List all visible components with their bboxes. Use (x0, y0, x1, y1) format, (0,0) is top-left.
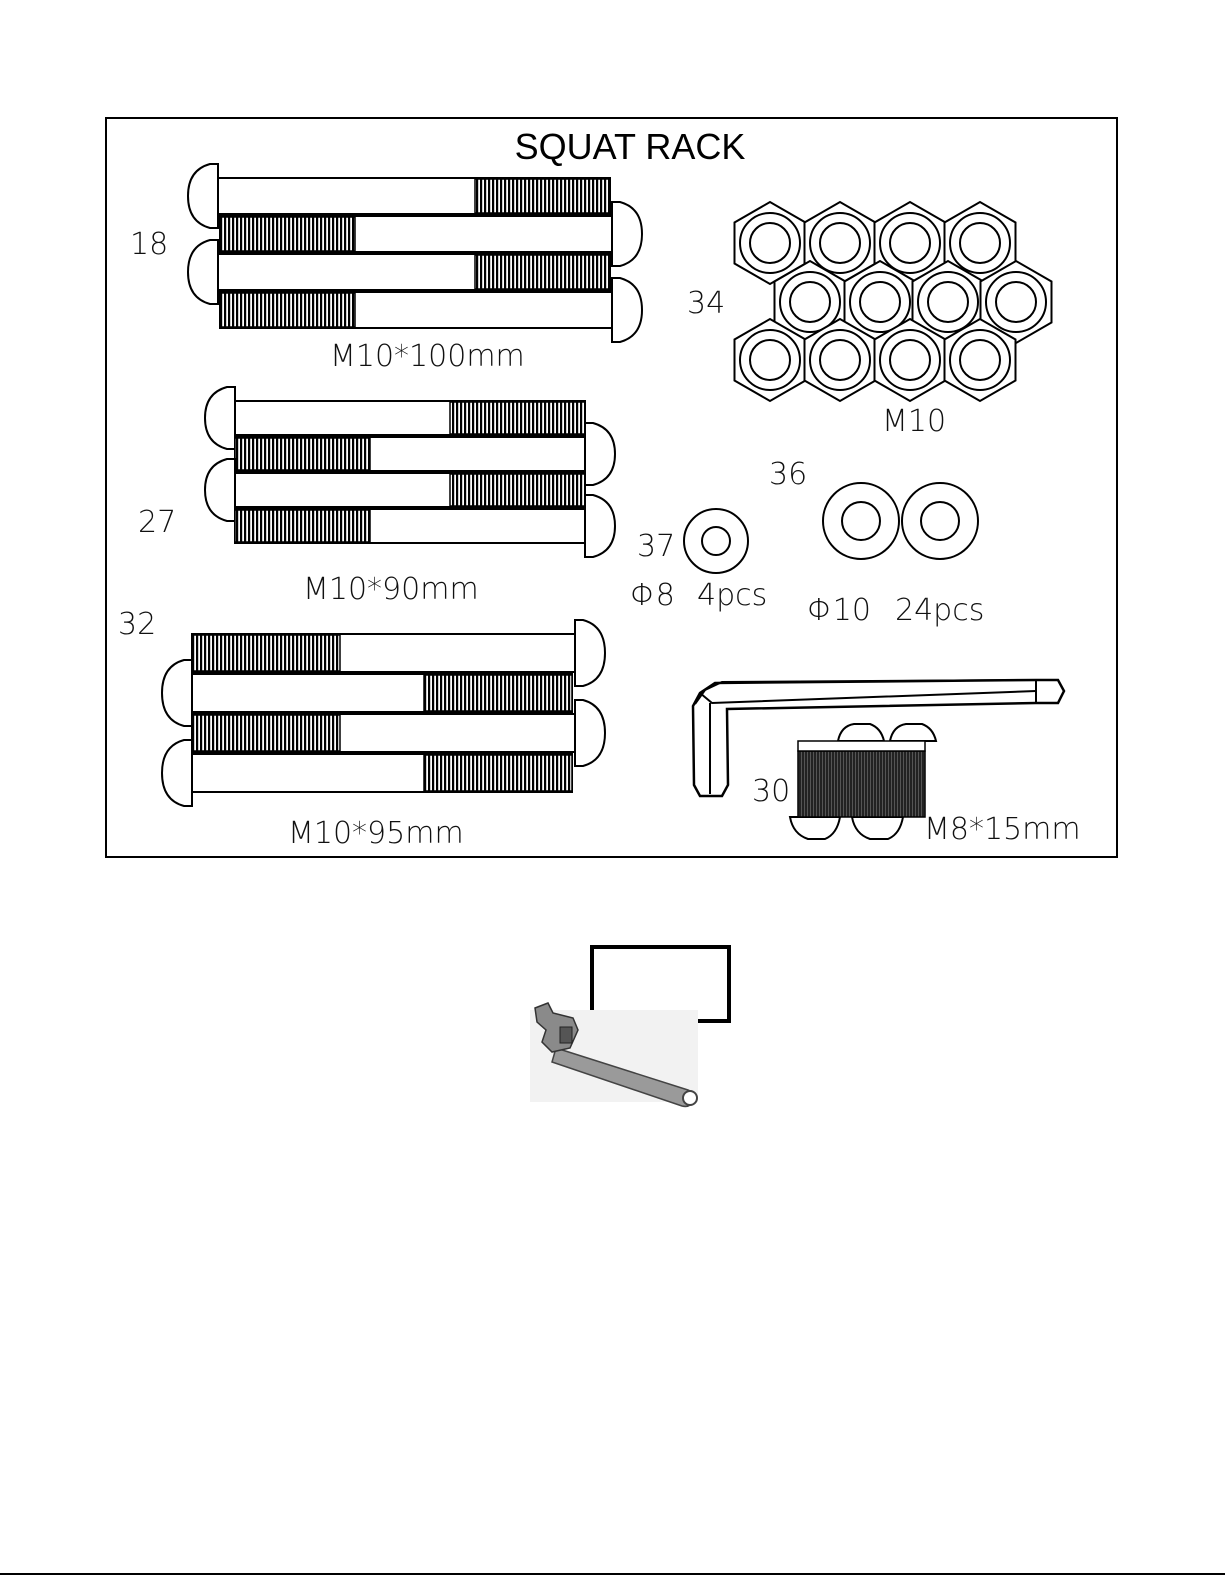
bolt-thread (450, 474, 585, 506)
bolt-thread (475, 255, 610, 289)
bolt-thread (235, 438, 370, 470)
bolt-thread (424, 675, 572, 711)
part-number-34: 34 (687, 286, 725, 321)
bolt-thread (235, 510, 370, 542)
bolt-thread (192, 715, 340, 751)
bolt-thread (475, 179, 610, 213)
bolt-group-18 (188, 164, 642, 342)
diagram-title: SQUAT RACK (515, 126, 746, 167)
blank-label-box (592, 947, 729, 1021)
bolt-thread (220, 217, 355, 251)
size-label-18: M10*100mm (330, 339, 525, 374)
part-number-36: 36 (769, 457, 807, 492)
part-number-27: 27 (138, 505, 176, 540)
bolt-group-32 (162, 620, 605, 806)
part-number-37: 37 (637, 529, 675, 564)
size-label-34: M10 (882, 404, 946, 439)
bolt-group-27 (205, 387, 615, 557)
size-label-32: M10*95mm (288, 816, 464, 851)
bolt-thread (424, 755, 572, 791)
size-label-37: Φ8 (630, 578, 675, 613)
part-number-32: 32 (118, 607, 156, 642)
page-bottom-rule (0, 1573, 1225, 1575)
size-label-30: M8*15mm (924, 812, 1081, 847)
bolt-thread (450, 402, 585, 434)
hex-nut-group-34 (735, 202, 1052, 401)
qty-label-37: 4pcs (697, 578, 767, 613)
adjustable-wrench-icon (530, 1003, 698, 1106)
size-label-27: M10*90mm (303, 572, 479, 607)
part-number-18: 18 (130, 227, 168, 262)
size-label-36: Φ10 (807, 593, 871, 628)
part-number-30: 30 (752, 774, 790, 809)
bolt-thread (192, 635, 340, 671)
bolt-thread (220, 293, 355, 327)
qty-label-36: 24pcs (895, 593, 984, 628)
